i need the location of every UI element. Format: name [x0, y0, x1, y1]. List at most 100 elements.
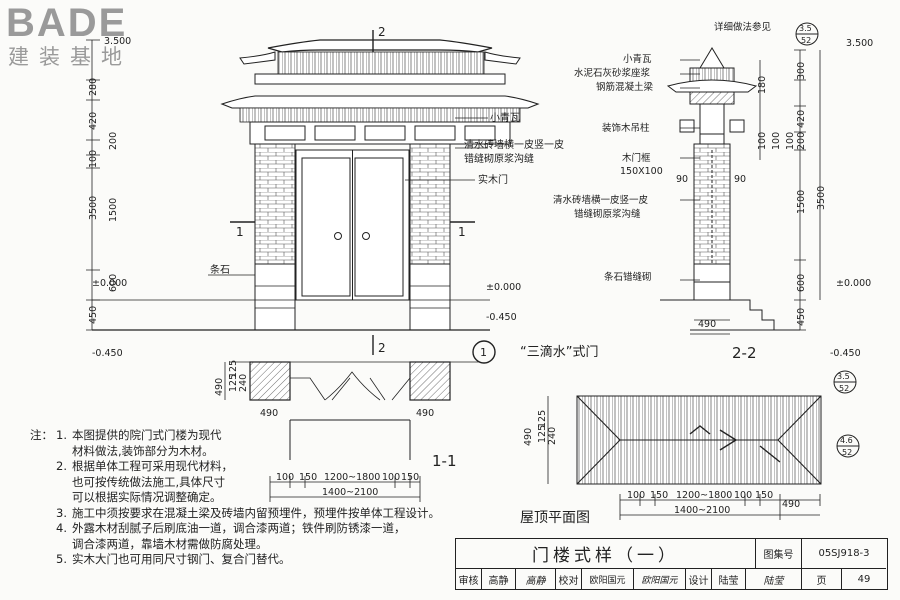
s22-label-6: 清水砖墙横一皮竖一皮	[553, 194, 649, 206]
caption-number: 1	[480, 346, 487, 359]
dim-280: 280	[88, 78, 99, 96]
tb-review-sign: 高静	[516, 569, 556, 589]
p11-op-3: 100	[382, 472, 400, 483]
rp-title: 屋顶平面图	[520, 510, 590, 526]
ref-a-num: 3.5	[837, 372, 850, 381]
section-2-2-text: 详细做法参见 3.5 52 3.500 小青瓦 水泥石灰砂浆座浆 钢筋混凝土梁 …	[553, 21, 873, 362]
plan-1-1	[224, 361, 480, 502]
plan-1-1-text: 490 125 125 240 490 490 100 150 1200~180…	[214, 360, 457, 498]
ref-top-sheet: 52	[801, 36, 811, 45]
tb-design-sign: 陆莹	[746, 569, 802, 589]
tb-design-label: 设计	[686, 569, 712, 589]
notes-prefix: 注：	[30, 428, 53, 442]
rp-b-4: 150	[755, 490, 773, 501]
atlas-label: 图集号	[756, 539, 802, 569]
dim-3500: 3500	[88, 196, 99, 220]
note-5: 5. 实木大门也可用同尺寸钢门、复合门替代。	[30, 552, 470, 568]
s22-dim-90-b: 90	[734, 174, 746, 185]
s22-right-6: 450	[796, 308, 807, 326]
note-1-num: 1.	[56, 428, 67, 442]
tb-review-name: 高静	[482, 569, 516, 589]
p11-title: 1-1	[432, 452, 457, 470]
p11-pier-right: 490	[416, 408, 434, 419]
s22-dim-90-a: 90	[676, 174, 688, 185]
level-ground-left: ±0.000	[92, 278, 127, 289]
section-mark-top: 2	[378, 25, 386, 39]
ref-note: 详细做法参见	[714, 21, 771, 33]
p11-total: 1400~2100	[322, 487, 378, 498]
label-stone: 条石	[210, 263, 230, 276]
dim-200: 200	[108, 132, 119, 150]
rp-total: 1400~2100	[674, 505, 730, 516]
note-4-line-1: 外露木材刮腻子后刷底油一道，调合漆两道；铁件刷防锈漆一道，	[72, 521, 406, 535]
tb-review-label: 审核	[456, 569, 482, 589]
roof-plan	[547, 370, 860, 520]
section-2-2	[660, 22, 821, 335]
dim-1500: 1500	[108, 198, 119, 222]
note-3-line-1: 施工中须按要求在混凝土梁及砖墙内留预埋件，预埋件按单体工程设计。	[72, 505, 440, 520]
tb-page-number: 49	[857, 573, 871, 585]
p11-pier-left: 490	[260, 408, 278, 419]
note-1-line-1: 本图提供的院门式门楼为现代	[72, 428, 222, 442]
note-2-num: 2.	[56, 459, 67, 473]
tb-design-name: 陆莹	[712, 569, 746, 589]
p11-side-1: 125	[228, 360, 239, 378]
p11-op-4: 150	[401, 472, 419, 483]
rp-b-0: 100	[627, 490, 645, 501]
ref-a-sheet: 52	[839, 384, 849, 393]
level-low-left: -0.450	[92, 348, 123, 359]
roof-plan-text: 3.5 52 4.6 52 490 125 125 240 100 150 12…	[520, 372, 853, 526]
s22-label-1: 水泥石灰砂浆座浆	[574, 67, 651, 79]
label-door: 实木门	[478, 173, 508, 186]
s22-left-3: 100	[785, 132, 796, 150]
logo-subtitle: 建装基地	[8, 45, 132, 69]
p11-side-3: 240	[238, 374, 249, 392]
s22-right-5: 600	[796, 274, 807, 292]
dim-top-level: 3.500	[104, 36, 131, 47]
caption-title: “三滴水”式门	[520, 344, 598, 360]
rp-b-3: 100	[734, 490, 752, 501]
s22-right-0: 300	[796, 62, 807, 80]
p11-op-1: 150	[299, 472, 317, 483]
rp-b-1: 150	[650, 490, 668, 501]
dim-420: 420	[88, 112, 99, 130]
label-tile: 小青瓦	[490, 111, 520, 124]
s22-label-5: 150X100	[620, 166, 663, 177]
s22-right-3: 3500	[816, 186, 827, 210]
label-brick-1: 清水砖墙横一皮竖一皮	[464, 138, 564, 151]
title-block: 门楼式样（一） 图集号 05SJ918-3 审核 高静 高静 校对 欧阳国元 欧…	[455, 538, 888, 590]
section-mark-bottom: 2	[378, 341, 386, 355]
note-5-num: 5.	[56, 552, 67, 566]
s22-label-8: 条石错缝砌	[604, 271, 652, 283]
section-mark-right: 1	[458, 225, 466, 239]
s22-label-7: 错缝砌原浆沟缝	[574, 208, 641, 220]
tb-check-sign: 欧阳国元	[634, 569, 686, 589]
note-5-line-1: 实木大门也可用同尺寸钢门、复合门替代。	[72, 552, 291, 566]
notes-block: 注： 1. 本图提供的院门式门楼为现代 材料做法,装饰部分为木材。 2. 根据单…	[30, 428, 470, 568]
s22-label-4: 木门框	[622, 152, 651, 164]
note-3: 3. 施工中须按要求在混凝土梁及砖墙内留预埋件，预埋件按单体工程设计。	[30, 506, 470, 522]
s22-label-0: 小青瓦	[623, 53, 652, 65]
level-ground-right: ±0.000	[486, 282, 521, 293]
rp-side-2: 125	[537, 425, 548, 443]
s22-left-1: 100	[757, 132, 768, 150]
ref-b-num: 4.6	[840, 436, 853, 445]
note-2-line-2: 也可按传统做法施工,具体尺寸	[72, 474, 226, 489]
s22-right-4: 1500	[796, 190, 807, 214]
rp-side-1: 125	[537, 410, 548, 428]
note-2-line-3: 可以根据实际情况调整确定。	[72, 490, 222, 504]
ref-top-num: 3.5	[799, 24, 812, 33]
note-4: 4. 外露木材刮腻子后刷底油一道，调合漆两道；铁件刷防锈漆一道，	[30, 521, 470, 537]
s22-top-level: 3.500	[846, 38, 873, 49]
note-1: 注： 1. 本图提供的院门式门楼为现代	[30, 428, 470, 444]
p11-side-2: 125	[228, 374, 239, 392]
s22-label-3: 装饰木吊柱	[602, 122, 650, 134]
logo-brand: BADE	[6, 1, 128, 45]
note-4-line-2: 调合漆两道，靠墙木材需做防腐处理。	[72, 536, 268, 551]
rp-b-2: 1200~1800	[676, 490, 732, 501]
drawing-title: 门楼式样（一）	[456, 539, 756, 569]
label-brick-2: 错缝砌原浆沟缝	[464, 152, 534, 165]
s22-width: 490	[698, 319, 716, 330]
